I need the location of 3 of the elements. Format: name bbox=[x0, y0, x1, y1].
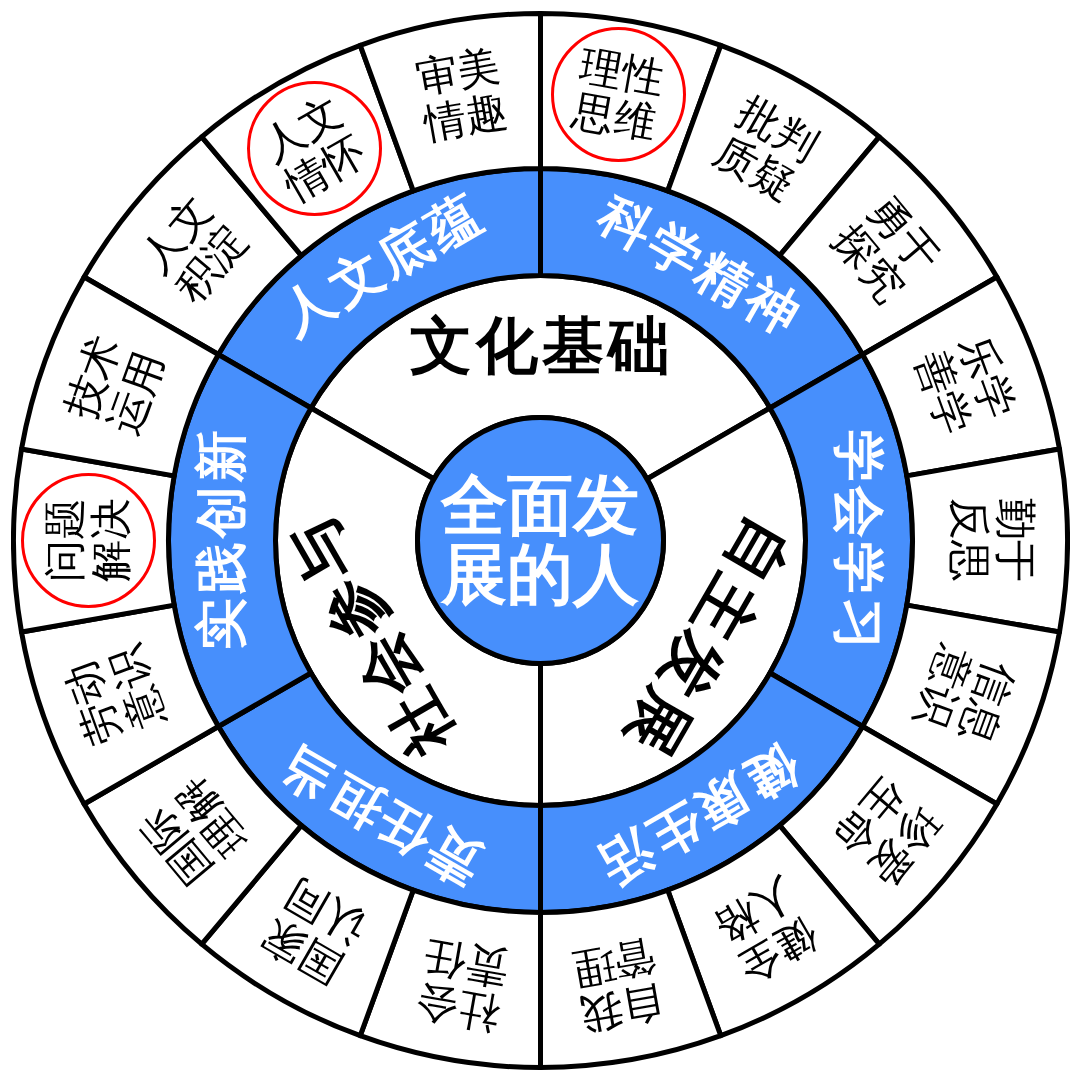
segment-label: 理性思维 bbox=[568, 41, 669, 148]
segment-label: 问题解决 bbox=[41, 497, 135, 584]
segment-label: 人文情怀 bbox=[253, 87, 375, 211]
